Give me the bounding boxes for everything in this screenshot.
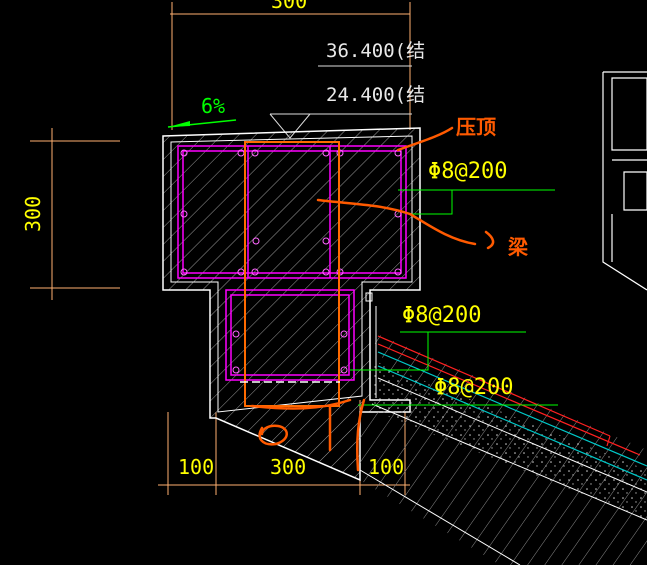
bottom-dim-left: 100 xyxy=(178,455,214,479)
slope-arrowhead xyxy=(168,121,190,127)
rebar-label-1: Φ8@200 xyxy=(428,159,507,184)
coping-annotation: 压顶 xyxy=(456,115,496,139)
bottom-dim-mid: 300 xyxy=(270,455,306,479)
beam-annotation: 梁 xyxy=(507,235,529,259)
rebar-leaders xyxy=(350,189,558,406)
roof-layers xyxy=(359,292,647,565)
rebar-label-3: Φ8@200 xyxy=(434,375,513,400)
top-dimension-label: 300 xyxy=(271,0,307,13)
elevation-bottom-label: 24.400(结 xyxy=(326,84,425,106)
adjacent-building-outline xyxy=(602,71,647,291)
beam-outline-markup xyxy=(244,141,340,407)
slope-label: 6% xyxy=(201,94,225,118)
rebar-label-2: Φ8@200 xyxy=(402,303,481,328)
bottom-dim-right: 100 xyxy=(368,455,404,479)
hand-markup xyxy=(250,126,495,472)
elevation-top-label: 36.400(结 xyxy=(326,40,425,62)
rebar-dots xyxy=(180,149,402,374)
coping-inner-outline xyxy=(170,135,413,413)
left-dimension-label: 300 xyxy=(21,196,45,232)
